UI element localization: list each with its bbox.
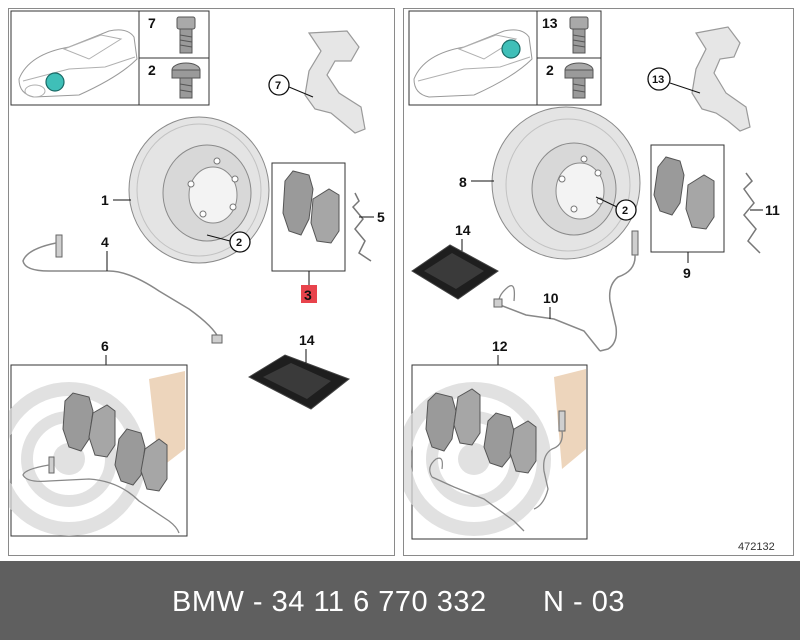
clip-callout: 11 — [765, 202, 780, 218]
spring-clip — [743, 172, 761, 254]
bolt-icon — [171, 62, 201, 99]
car-position-inset — [408, 10, 602, 106]
spring-clip — [351, 192, 372, 262]
screw-icon — [569, 16, 589, 54]
pads-highlight — [301, 285, 317, 303]
caliper-carrier — [304, 30, 366, 134]
screw-bottom-label: 2 — [148, 62, 156, 78]
kit-callout: 12 — [492, 338, 508, 354]
position-marker — [501, 39, 521, 59]
caliper-carrier — [691, 26, 751, 132]
wear-sensor — [22, 234, 223, 344]
grease-callout: 14 — [299, 332, 315, 348]
brake-pads — [650, 144, 725, 253]
kit-callout: 6 — [101, 338, 109, 354]
disc-callout: 8 — [459, 174, 467, 190]
screw-icon — [176, 16, 196, 54]
repair-kit-box — [404, 364, 588, 540]
disc-screw-callout: 2 — [236, 237, 242, 249]
part-number-footer: BMW - 34 11 6 770 332 N - 03 — [0, 561, 800, 640]
grease-packet — [247, 354, 351, 410]
brake-disc — [128, 116, 270, 264]
part-number: BMW - 34 11 6 770 332 — [172, 586, 487, 618]
pads-callout: 9 — [683, 265, 691, 281]
grease-callout: 14 — [455, 222, 471, 238]
carrier-callout: 7 — [275, 80, 281, 92]
right-diagram-drawing: 13 2 13 8 2 — [404, 10, 780, 540]
brake-pads — [271, 162, 346, 272]
car-position-inset — [10, 10, 210, 106]
pads-callout: 3 — [304, 287, 312, 303]
clip-callout: 5 — [377, 209, 385, 225]
screw-bottom-label: 2 — [546, 62, 554, 78]
revision-code: N - 03 — [543, 586, 625, 618]
repair-kit-box — [9, 364, 188, 537]
right-diagram-panel: 13 2 13 8 2 — [403, 8, 794, 556]
sensor-callout: 10 — [543, 290, 559, 306]
image-number: 472132 — [738, 541, 775, 553]
left-diagram-panel: 7 2 7 1 2 — [8, 8, 395, 556]
disc-callout: 1 — [101, 192, 109, 208]
screw-top-label: 13 — [542, 15, 558, 31]
grease-packet — [411, 244, 499, 300]
disc-screw-callout: 2 — [622, 205, 628, 217]
bolt-icon — [564, 62, 594, 99]
carrier-callout: 13 — [652, 74, 664, 86]
wear-sensor — [493, 230, 639, 352]
position-marker — [45, 72, 65, 92]
left-diagram-drawing: 7 2 7 1 2 — [9, 10, 385, 537]
brake-disc — [491, 106, 641, 260]
screw-top-label: 7 — [148, 15, 156, 31]
sensor-callout: 4 — [101, 234, 109, 250]
